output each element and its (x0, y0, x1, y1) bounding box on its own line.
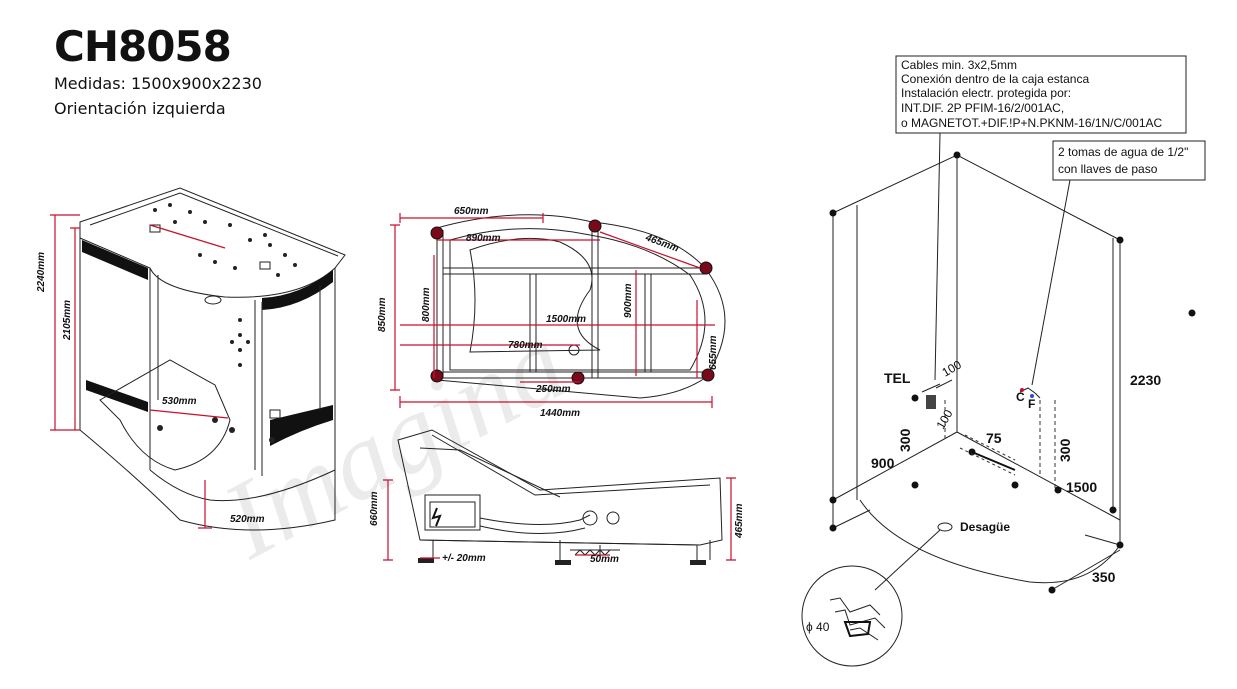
dim-50: 50mm (590, 554, 619, 565)
tap-f-label: F (1028, 397, 1035, 411)
water-note-box (1052, 140, 1206, 181)
dim-300-right: 300 (1057, 438, 1073, 462)
cables-note-box (895, 55, 1187, 134)
drain-detail-circle (801, 565, 903, 667)
side-view: 660mm 465mm +/- 20mm 50mm (369, 429, 745, 565)
dim-100b: 100 (933, 407, 955, 432)
note-cables-5: o MAGNETOT.+DIF.!P+N.PKNM-16/1N/C/001AC (901, 116, 1163, 130)
dim-1500: 1500mm (546, 314, 586, 325)
dim-1440: 1440mm (540, 408, 580, 419)
orientation-text: Orientación izquierda (54, 99, 226, 118)
dim-655: 655mm (708, 335, 719, 370)
note-cables-4: INT.DIF. 2P PFIM-16/2/001AC, (901, 101, 1064, 115)
dim-900-install: 900 (871, 455, 895, 471)
dim-800: 800mm (421, 287, 432, 322)
dim-1500-install: 1500 (1066, 479, 1097, 495)
dim-75: 75 (986, 430, 1002, 446)
dim-250: 250mm (535, 384, 571, 395)
dim-650: 650mm (454, 206, 489, 217)
tap-c-label: C (1016, 390, 1025, 404)
electrical-box (926, 395, 936, 409)
top-view: 650mm 890mm 465mm 850mm 800mm 1500mm 900… (377, 206, 726, 419)
note-water-1: 2 tomas de agua de 1/2" (1058, 145, 1188, 159)
note-cables-1: Cables min. 3x2,5mm (901, 58, 1017, 72)
install-view: Cables min. 3x2,5mm Conexión dentro de l… (801, 55, 1206, 667)
note-cables-3: Instalación electr. protegida por: (901, 86, 1071, 100)
dim-adjust: +/- 20mm (442, 553, 486, 564)
dim-520: 520mm (230, 514, 265, 525)
dim-900: 900mm (623, 283, 634, 318)
dim-2105: 2105mm (62, 300, 73, 341)
dim-2230: 2230 (1130, 372, 1161, 388)
dim-350: 350 (1092, 569, 1116, 585)
model-title: CH8058 (54, 22, 232, 71)
dim-850: 850mm (377, 297, 388, 332)
dim-2240: 2240mm (36, 252, 47, 293)
dim-780: 780mm (508, 340, 543, 351)
dim-660: 660mm (369, 491, 380, 526)
note-water-2: con llaves de paso (1058, 162, 1158, 176)
dim-890: 890mm (466, 233, 501, 244)
phi40-label: ϕ 40 (806, 620, 830, 634)
measures-text: Medidas: 1500x900x2230 (54, 74, 262, 93)
drain-label: Desagüe (960, 520, 1010, 534)
dim-530: 530mm (162, 396, 197, 407)
dim-465-side: 465mm (734, 503, 745, 539)
tel-label: TEL (884, 370, 911, 386)
dim-100a: 100 (940, 357, 965, 379)
perspective-view: 2240mm 2105mm 530mm 520mm (36, 187, 346, 531)
note-cables-2: Conexión dentro de la caja estanca (901, 72, 1089, 86)
dim-300-left: 300 (897, 428, 913, 452)
